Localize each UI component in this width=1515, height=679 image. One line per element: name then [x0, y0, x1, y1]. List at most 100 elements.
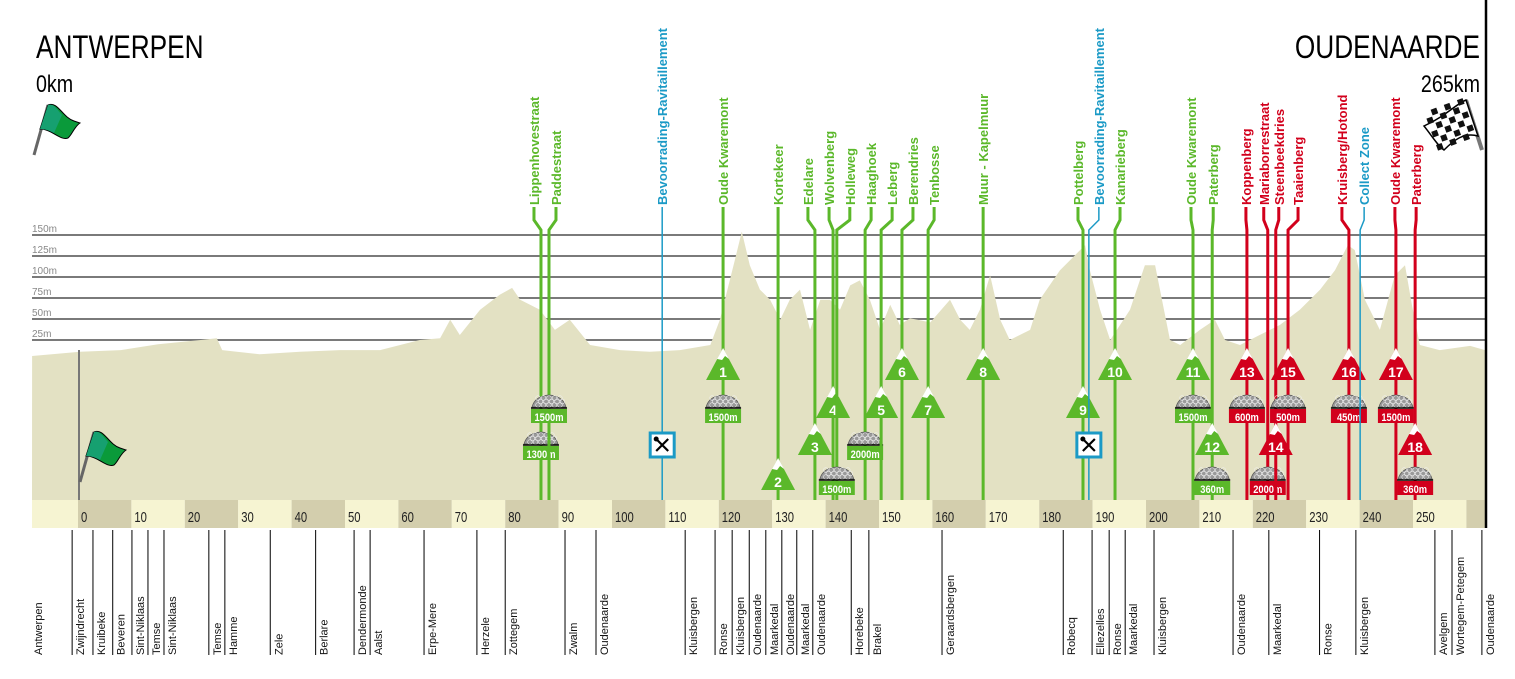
cobble-stone: [1398, 395, 1405, 401]
cobble-stone: [836, 470, 842, 477]
climb-name: Oude Kwaremont: [716, 97, 731, 205]
cobble-stone: [854, 435, 860, 442]
x-tick-label: 180: [1042, 508, 1061, 525]
cobble-stone: [529, 435, 536, 442]
climb-number: 3: [811, 439, 819, 455]
climb-number: 16: [1341, 364, 1357, 380]
town-label: Wortegem-Petegem: [1455, 557, 1467, 655]
checker-square: [1426, 116, 1435, 125]
x-tick-label: 40: [295, 508, 308, 525]
flag-cloth-shade: [40, 104, 62, 133]
climb-name: Bevoorrading-Ravitaillement: [655, 27, 670, 205]
snow-cap-icon: [875, 386, 888, 398]
climb-triangle-icon: [1065, 386, 1100, 418]
climb-number: 18: [1407, 439, 1423, 455]
snow-cap-icon: [895, 348, 908, 360]
cobble-stone: [1274, 395, 1280, 401]
cobble-stone: [551, 435, 558, 442]
climb-name: Holleweg: [843, 148, 858, 205]
checker-square: [1430, 107, 1439, 116]
flag-cloth-shade: [86, 431, 108, 460]
cobble-stone: [1201, 395, 1207, 401]
spoon-icon: [1080, 436, 1086, 442]
start-city: ANTWERPEN: [36, 31, 204, 66]
cobble-stone: [1217, 470, 1223, 477]
checker-square: [1448, 116, 1457, 124]
snow-cap-icon: [922, 386, 935, 398]
cobblestone-icon: [1228, 394, 1265, 409]
cobble-stone: [1296, 395, 1302, 401]
town-label: Beveren: [116, 614, 128, 655]
climb-line: [1359, 207, 1365, 500]
climb-name: Kruisberg/Hotond: [1335, 94, 1350, 205]
cobble-length-badge: [705, 409, 742, 423]
town-label: Temse: [212, 623, 224, 655]
town-label: Avelgem: [1438, 612, 1450, 655]
cobble-length: 1500m: [534, 412, 563, 424]
town-label: Erpe-Mere: [427, 603, 439, 655]
climb-name: Muur - Kapelmuur: [976, 94, 991, 205]
climb-line: [1088, 207, 1100, 500]
cobblestone-icon: [1194, 466, 1231, 481]
cobble-stone: [1404, 470, 1410, 477]
climb-name: Taaienberg: [1291, 137, 1306, 205]
snow-cap-icon: [1342, 348, 1355, 360]
cobblestone-icon: [818, 466, 855, 481]
cobble-stone: [868, 432, 874, 438]
cobble-length-badge: [1397, 481, 1434, 495]
cobble-length: 2000m: [851, 449, 880, 461]
cobble-stone: [831, 470, 837, 477]
cobble-stone: [725, 395, 732, 401]
climb-triangle-icon: [1271, 348, 1306, 380]
climb-name: Steenbeekdries: [1272, 109, 1287, 205]
x-tick-label: 150: [882, 508, 901, 525]
climb-name: Haaghoek: [864, 142, 879, 205]
cobble-stone: [1340, 395, 1347, 401]
cobble-stone: [1276, 398, 1283, 405]
y-tick-label: 150m: [32, 224, 57, 235]
town-label: Sint-Niklaas: [135, 596, 147, 655]
cobble-stone: [1282, 398, 1288, 405]
cobble-stone: [1387, 395, 1394, 401]
km-band-cell: [1413, 500, 1467, 528]
cobble-stone: [1293, 398, 1299, 405]
start-flag-icon: [32, 103, 82, 156]
cobble-stone: [1244, 395, 1250, 401]
climb-name: Paddestraat: [549, 130, 564, 205]
cobblestone-icon: [705, 394, 742, 409]
town-label: Geraardsbergen: [945, 575, 957, 655]
cobble-stone: [532, 432, 539, 438]
town-label: Oudenaarde: [1485, 594, 1497, 655]
km-band-cell: [1146, 500, 1200, 528]
town-label: Zwijndrecht: [75, 599, 87, 655]
cobble-length: 500m: [1276, 412, 1300, 424]
cobble-length-badge: [1330, 409, 1367, 423]
cobble-length-badge: [818, 481, 855, 495]
climb-line: [879, 207, 894, 500]
km-band-cell: [825, 500, 879, 528]
cobble-stone: [1412, 467, 1418, 473]
town-label: Aalst: [373, 631, 385, 655]
climb-line: [926, 207, 936, 500]
cobble-length: 1500m: [822, 484, 851, 496]
cobble-stone: [1246, 398, 1253, 405]
cobble-stone: [1204, 467, 1210, 473]
climb-triangle-icon: [1398, 423, 1433, 455]
climb-line: [547, 207, 558, 500]
km-band-cell: [985, 500, 1040, 528]
cobble-stone: [548, 398, 555, 405]
climb-line: [532, 207, 543, 500]
cobble-stone: [1401, 398, 1407, 405]
cobble-stone: [1254, 467, 1260, 473]
km-band-cell: [932, 500, 986, 528]
km-band-cell: [131, 500, 185, 528]
climb-line: [863, 207, 873, 500]
cobble-stone: [1354, 398, 1360, 405]
